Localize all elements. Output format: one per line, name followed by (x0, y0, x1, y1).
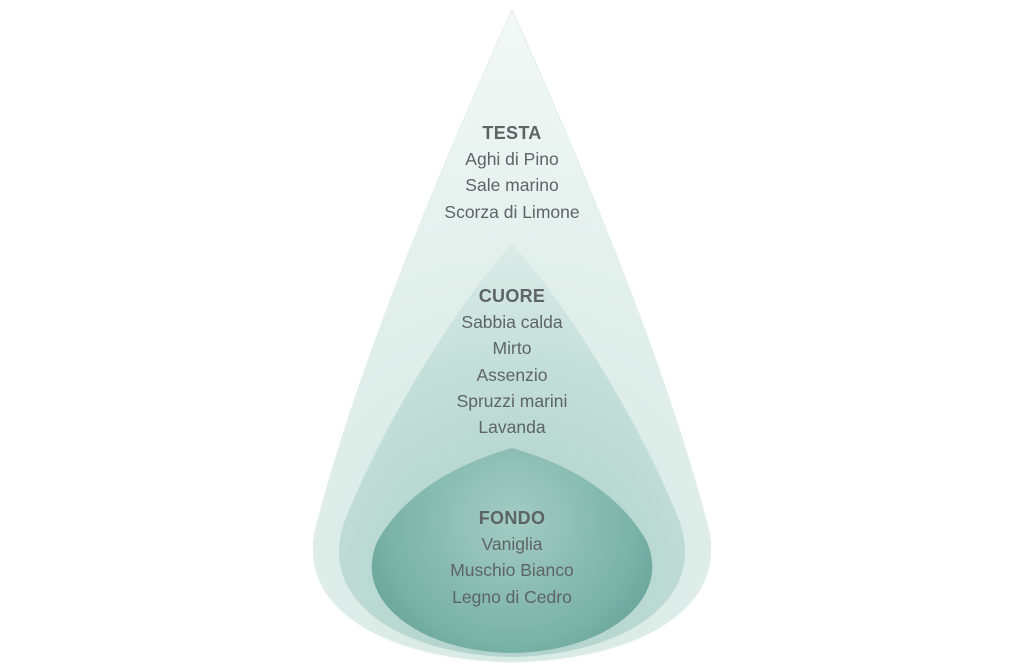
cuore-notes-group: CUORE Sabbia calda Mirto Assenzio Spruzz… (362, 283, 662, 440)
cuore-note: Spruzzi marini (456, 390, 568, 411)
cuore-title: CUORE (478, 286, 546, 306)
fondo-layer-shape (371, 448, 653, 653)
testa-note: Aghi di Pino (465, 149, 559, 169)
cuore-note: Sabbia calda (461, 312, 563, 332)
fondo-note: Muschio Bianco (450, 560, 574, 581)
fondo-title: FONDO (478, 508, 546, 528)
testa-note: Sale marino (465, 175, 559, 196)
cuore-note: Mirto (492, 338, 532, 359)
fondo-notes-group: FONDO Vaniglia Muschio Bianco Legno di C… (362, 505, 662, 610)
cuore-note: Lavanda (478, 417, 546, 438)
fondo-note: Vaniglia (481, 534, 543, 554)
cuore-note: Assenzio (476, 364, 548, 385)
testa-title: TESTA (482, 123, 542, 143)
testa-notes-group: TESTA Aghi di Pino Sale marino Scorza di… (362, 120, 662, 225)
testa-note: Scorza di Limone (444, 201, 580, 222)
fondo-note: Legno di Cedro (452, 586, 572, 607)
